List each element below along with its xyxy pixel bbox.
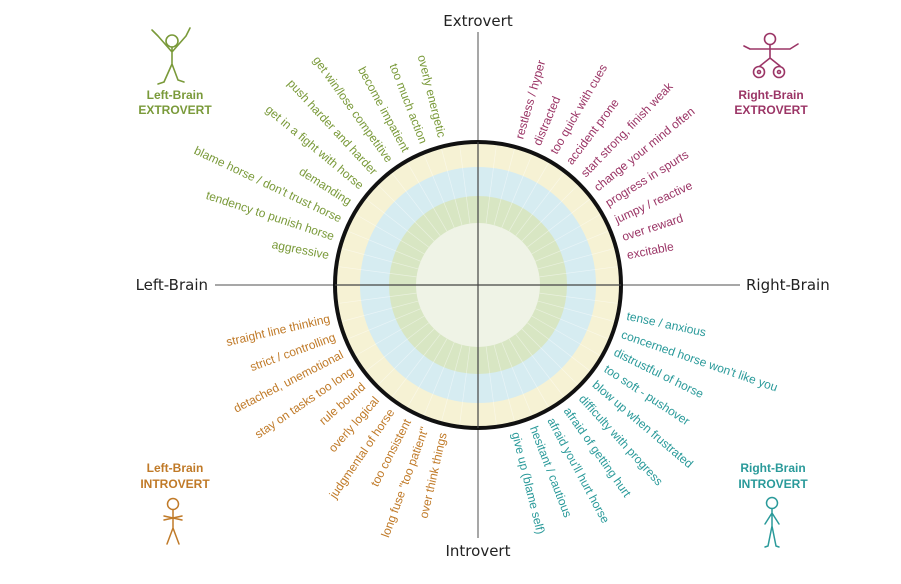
quadrant-heading-lbi: Left-Brain INTROVERT	[140, 461, 210, 491]
faint-spokes	[335, 142, 621, 428]
unicycle-balancing-person-icon	[743, 32, 799, 79]
axis-title-right: Right-Brain	[746, 276, 830, 294]
lbe-title-line2: EXTROVERT	[138, 103, 212, 117]
quadrant-heading-rbe: Right-Brain EXTROVERT	[734, 88, 808, 117]
arms-crossed-person-icon	[163, 497, 183, 545]
lbe-trait-label: aggressive	[271, 237, 331, 262]
lbi-title-line2: INTROVERT	[140, 477, 210, 491]
rbi-title-line1: Right-Brain	[740, 461, 805, 475]
axis-title-left: Left-Brain	[136, 276, 208, 294]
lbe-trait-label: tendency to punish horse	[204, 188, 336, 243]
axis-title-top: Extrovert	[443, 12, 513, 30]
quadrant-heading-lbe: Left-Brain EXTROVERT	[138, 88, 212, 117]
axis-title-bottom: Introvert	[446, 542, 511, 560]
rbe-trait-label: excitable	[626, 239, 675, 262]
lbi-title-line1: Left-Brain	[147, 461, 204, 475]
rbe-title-line2: EXTROVERT	[734, 103, 808, 117]
rbe-title-line1: Right-Brain	[738, 88, 803, 102]
lbe-title-line1: Left-Brain	[147, 88, 204, 102]
rbi-title-line2: INTROVERT	[738, 477, 808, 491]
arms-up-person-icon	[151, 27, 191, 85]
timid-person-icon	[764, 496, 780, 548]
quadrant-heading-rbi: Right-Brain INTROVERT	[738, 461, 808, 491]
